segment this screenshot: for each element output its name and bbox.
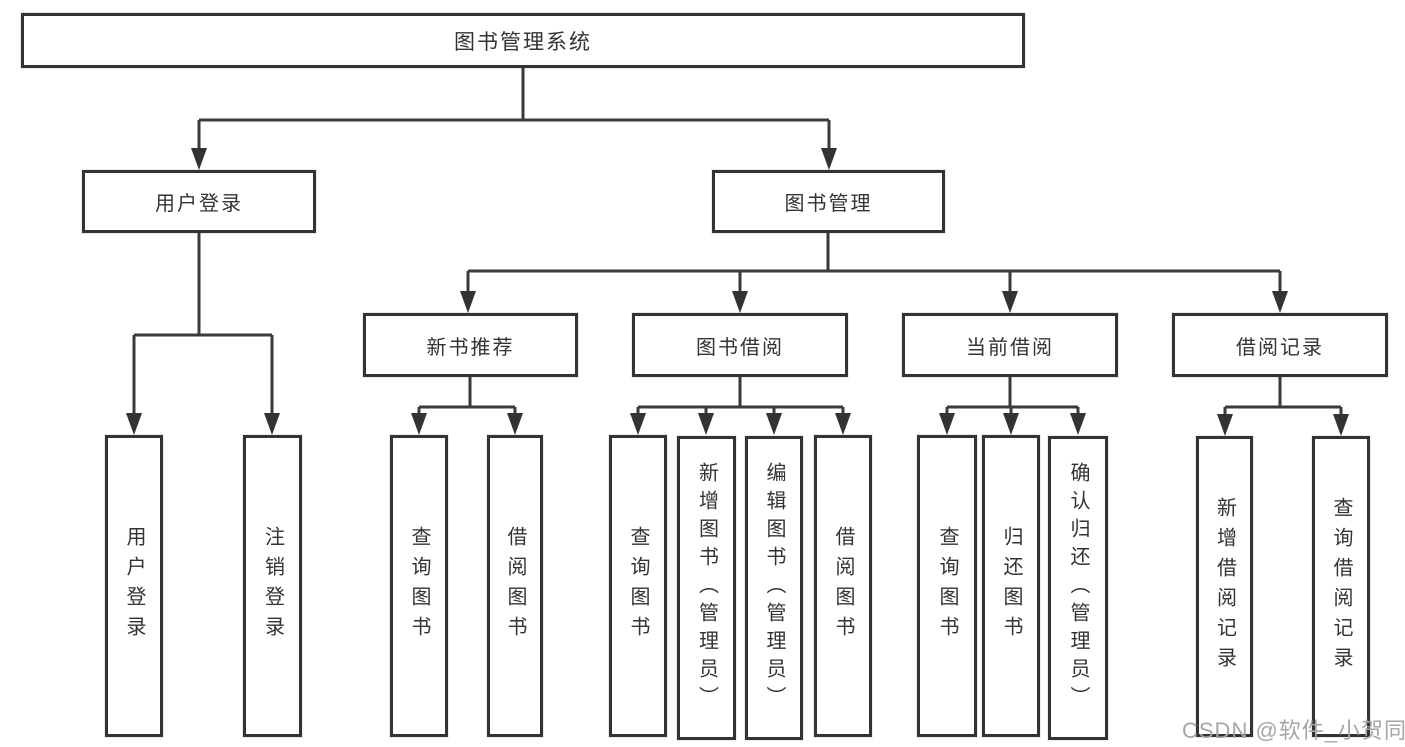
- node-book-borrow-label: 图书借阅: [696, 336, 784, 359]
- node-root: 图书管理系统: [21, 13, 1025, 68]
- node-new-book-recommend: 新书推荐: [363, 313, 578, 377]
- leaf-return-books: 归还图书: [982, 435, 1040, 737]
- leaf-logout: 注销登录: [243, 435, 302, 737]
- leaf-query-books-3: 查询图书: [917, 435, 977, 737]
- node-user-login-label: 用户登录: [155, 193, 243, 215]
- node-current-borrow-label: 当前借阅: [966, 336, 1054, 359]
- node-root-label: 图书管理系统: [454, 30, 592, 54]
- node-borrow-record: 借阅记录: [1172, 313, 1388, 377]
- leaf-confirm-return-admin-label: 确认归还（管理员）: [1067, 462, 1089, 714]
- leaf-logout-label: 注销登录: [261, 526, 284, 646]
- node-user-login: 用户登录: [82, 170, 316, 233]
- leaf-borrow-books-2-label: 借阅图书: [832, 526, 854, 646]
- leaf-query-books-1: 查询图书: [390, 435, 448, 737]
- leaf-borrow-books-1-label: 借阅图书: [504, 526, 526, 646]
- leaf-query-books-3-label: 查询图书: [936, 526, 958, 646]
- leaf-query-books-2: 查询图书: [609, 435, 667, 737]
- leaf-query-books-1-label: 查询图书: [408, 526, 430, 646]
- leaf-query-books-2-label: 查询图书: [627, 526, 649, 646]
- node-borrow-record-label: 借阅记录: [1236, 336, 1324, 359]
- node-current-borrow: 当前借阅: [902, 313, 1118, 377]
- leaf-query-borrow-record-label: 查询借阅记录: [1330, 496, 1352, 677]
- leaf-add-books-admin-label: 新增图书（管理员）: [695, 462, 718, 714]
- leaf-borrow-books-2: 借阅图书: [814, 435, 872, 737]
- leaf-add-borrow-record: 新增借阅记录: [1196, 436, 1253, 737]
- csdn-watermark: CSDN @软件_小贺同学: [1182, 718, 1405, 743]
- leaf-edit-books-admin: 编辑图书（管理员）: [745, 436, 803, 740]
- leaf-user-login: 用户登录: [105, 435, 163, 737]
- leaf-borrow-books-1: 借阅图书: [487, 435, 543, 737]
- leaf-add-borrow-record-label: 新增借阅记录: [1213, 496, 1236, 677]
- leaf-query-borrow-record: 查询借阅记录: [1312, 436, 1370, 737]
- leaf-user-login-label: 用户登录: [123, 526, 145, 646]
- node-new-book-recommend-label: 新书推荐: [426, 336, 515, 359]
- node-book-mgmt-label: 图书管理: [784, 193, 873, 215]
- leaf-confirm-return-admin: 确认归还（管理员）: [1048, 436, 1108, 740]
- node-book-borrow: 图书借阅: [632, 313, 848, 377]
- leaf-edit-books-admin-label: 编辑图书（管理员）: [763, 462, 785, 714]
- node-book-mgmt: 图书管理: [712, 170, 945, 233]
- leaf-return-books-label: 归还图书: [1000, 526, 1022, 646]
- leaf-add-books-admin: 新增图书（管理员）: [677, 436, 736, 740]
